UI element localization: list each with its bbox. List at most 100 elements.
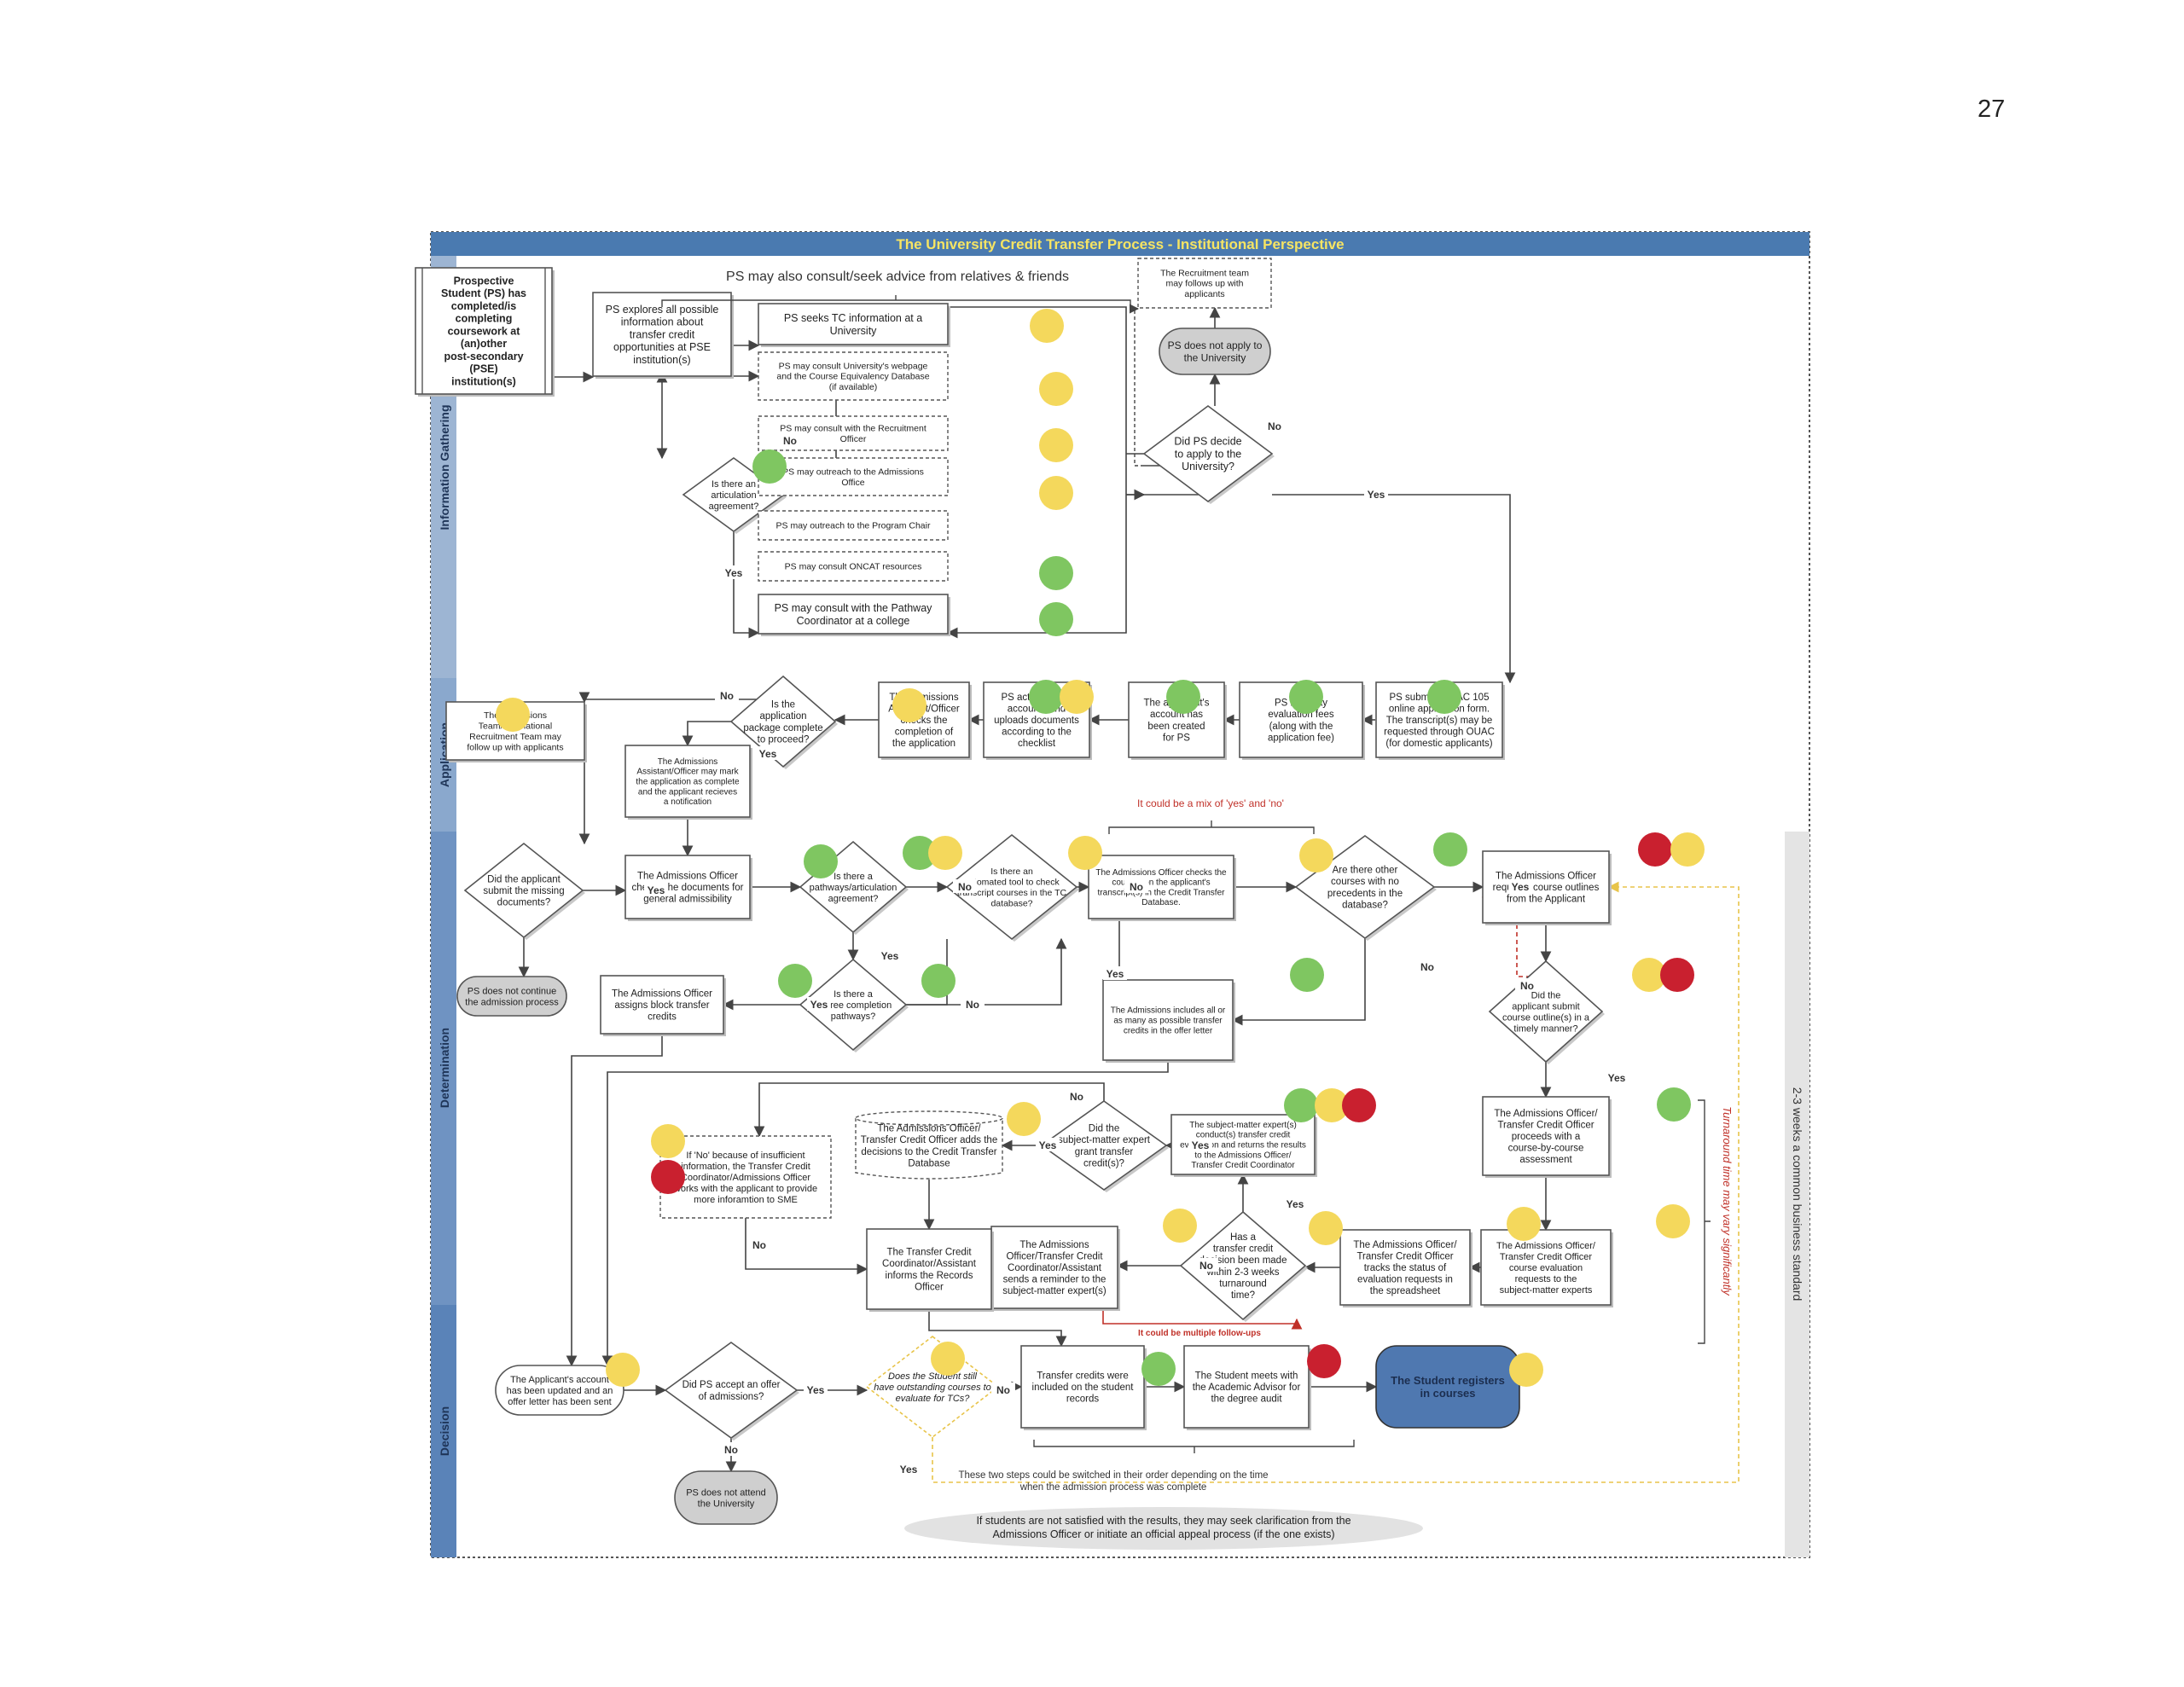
informs-records-node: [866, 1228, 992, 1310]
lane-label-det: Determination: [438, 1028, 451, 1108]
edge-label: No: [1420, 961, 1434, 973]
connector: [1272, 494, 1516, 684]
brace-switched: [1033, 1440, 1355, 1453]
status-dot: [1039, 556, 1073, 590]
status-dot: [1039, 602, 1073, 636]
submit-missing-node: [463, 842, 584, 939]
appeal-note-bg: [904, 1507, 1423, 1550]
status-dot: [928, 836, 962, 870]
requests-outlines-node: [1482, 850, 1610, 924]
sme-grant-node: [1040, 1100, 1168, 1191]
connector: [753, 1082, 1105, 1138]
diagram-title: The University Credit Transfer Process -…: [896, 236, 1344, 252]
edge-label: Yes: [900, 1464, 918, 1475]
edge-label: No: [1070, 1091, 1083, 1103]
page-number: 27: [1978, 96, 2006, 123]
connector: [1102, 1308, 1303, 1330]
connector: [1129, 304, 1144, 467]
connector: [601, 1060, 1169, 1367]
edge-label: Yes: [1192, 1139, 1210, 1151]
edge-label-bg: [1036, 1138, 1060, 1151]
status-dot: [651, 1160, 685, 1194]
edge-label-bg: [1124, 879, 1148, 893]
prog-chair-text: PS may outreach to the Program Chair: [776, 521, 931, 531]
decide-apply-node: [1142, 405, 1274, 502]
includes-credits-node: [1102, 979, 1234, 1061]
pathway-coord-node: [758, 594, 949, 635]
status-dot: [1007, 1102, 1041, 1136]
status-dot: [606, 1353, 640, 1387]
block-transfer-node: [600, 975, 724, 1035]
connector: [946, 306, 1127, 639]
not-apply-node: [1159, 328, 1271, 375]
edge-label-bg: [1508, 879, 1532, 893]
edge-label-bg: [897, 1462, 921, 1475]
status-dot: [921, 964, 956, 998]
status-dot: [1030, 309, 1064, 343]
ps-start-node: [415, 267, 553, 395]
edge-label: No: [1130, 881, 1143, 893]
edge-label-bg: [804, 1383, 828, 1396]
status-dot: [1163, 1209, 1197, 1243]
status-dots-layer: [496, 309, 1705, 1387]
status-dot: [651, 1124, 685, 1158]
oncat-node: [758, 551, 949, 582]
connector: [745, 1218, 868, 1275]
status-dot: [1290, 958, 1324, 992]
edge-label-bg: [991, 1383, 1015, 1396]
connector: [584, 676, 784, 702]
webpage-node: [758, 351, 949, 401]
edge-label-bg: [1065, 1089, 1089, 1103]
accept-offer-node: [664, 1342, 799, 1439]
note-turnaround: Turnaround time may vary significantly: [1721, 1106, 1734, 1296]
status-dot: [1299, 838, 1333, 872]
brace-turnaround: [1698, 1099, 1711, 1344]
note-followups: It could be multiple follow-ups: [1138, 1329, 1261, 1338]
edge-label-bg: [1103, 966, 1127, 980]
status-dot: [1657, 1087, 1691, 1122]
status-dot: [1039, 372, 1073, 406]
status-dot: [1039, 476, 1073, 510]
note-appeal: If students are not satisfied with the r…: [976, 1515, 1350, 1527]
mark-complete-node: [624, 745, 751, 818]
auto-tool-node: [945, 833, 1078, 941]
status-dot: [804, 844, 838, 878]
status-dot: [1068, 836, 1102, 870]
tracks-status-text: The Admissions Officer/Transfer Credit O…: [1353, 1240, 1457, 1296]
edge-label: No: [720, 690, 734, 702]
edge-label-bg: [807, 997, 831, 1011]
side-band: [1785, 832, 1809, 1557]
status-dot: [1141, 1352, 1176, 1386]
status-dot: [1342, 1088, 1376, 1122]
status-dot: [496, 698, 530, 732]
title-bar: [431, 232, 1809, 256]
connector: [566, 1034, 663, 1367]
lane-decision: [431, 1305, 456, 1557]
status-dot: [1632, 958, 1666, 992]
edge-label-bg: [878, 948, 902, 962]
edge-label-bg: [719, 1442, 743, 1456]
edge-label: No: [1199, 1260, 1213, 1272]
edge-label: No: [752, 1239, 766, 1251]
adds-db-node: [855, 1118, 1003, 1180]
sme-conducts-text: The subject-matter expert(s)conduct(s) t…: [1180, 1121, 1306, 1170]
edge-label-bg: [1364, 487, 1388, 501]
connector: [1231, 938, 1366, 1026]
status-dot: [1427, 680, 1461, 714]
edge-label-bg: [722, 565, 746, 579]
status-dot: [1309, 1211, 1343, 1245]
